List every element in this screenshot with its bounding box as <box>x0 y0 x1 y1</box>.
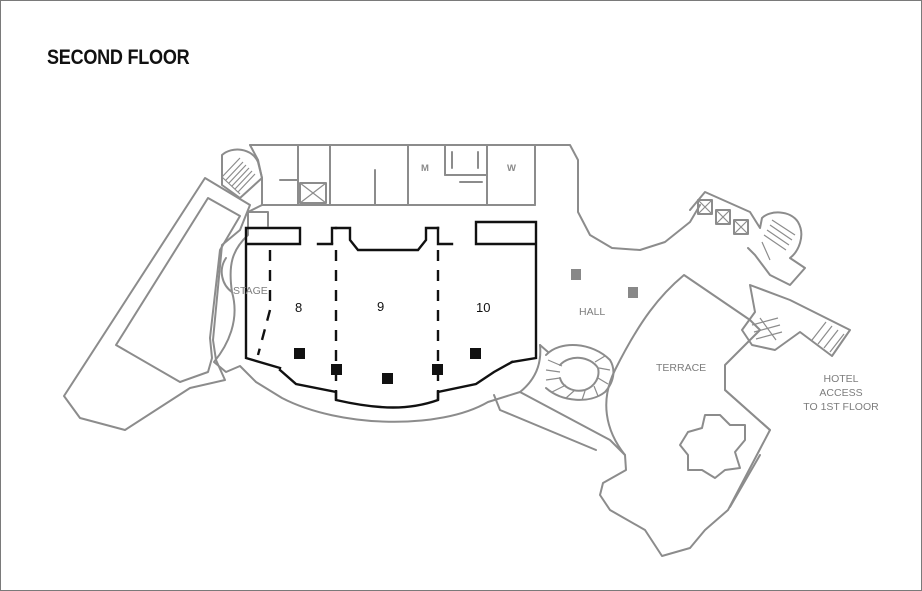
columns <box>294 269 638 384</box>
elevator-icon <box>299 182 327 204</box>
west-wing-inner <box>115 197 241 383</box>
spiral-staircase-icon <box>545 343 615 401</box>
hotel-access-label-line2: ACCESS <box>819 387 862 399</box>
east-lower-stair-icon <box>751 317 845 353</box>
restroom-men-label: M <box>421 163 429 174</box>
room-8-label: 8 <box>295 300 302 315</box>
east-upper-stair-icon <box>761 219 796 261</box>
partition-walls <box>256 250 440 400</box>
west-stair-icon <box>221 157 256 195</box>
floor-title: SECOND FLOOR <box>47 46 190 69</box>
room-10-label: 10 <box>476 300 490 315</box>
west-stair-tower <box>221 148 263 199</box>
east-lift-icons <box>697 199 749 235</box>
north-service-block <box>249 144 701 251</box>
east-upper-stair-tower <box>689 191 806 286</box>
terrace-label: TERRACE <box>656 362 706 374</box>
gazebo-octagon <box>679 414 746 479</box>
terrace-outline <box>599 274 771 557</box>
hotel-access-label-line3: TO 1ST FLOOR <box>803 401 879 413</box>
hall-label: HALL <box>579 306 605 318</box>
hotel-access-label-line1: HOTEL <box>823 373 858 385</box>
restroom-women-label: W <box>507 163 516 174</box>
room-9-label: 9 <box>377 299 384 314</box>
stage-label: STAGE <box>233 285 268 297</box>
west-wing <box>63 177 251 431</box>
east-lower-stair-tower <box>741 284 851 357</box>
